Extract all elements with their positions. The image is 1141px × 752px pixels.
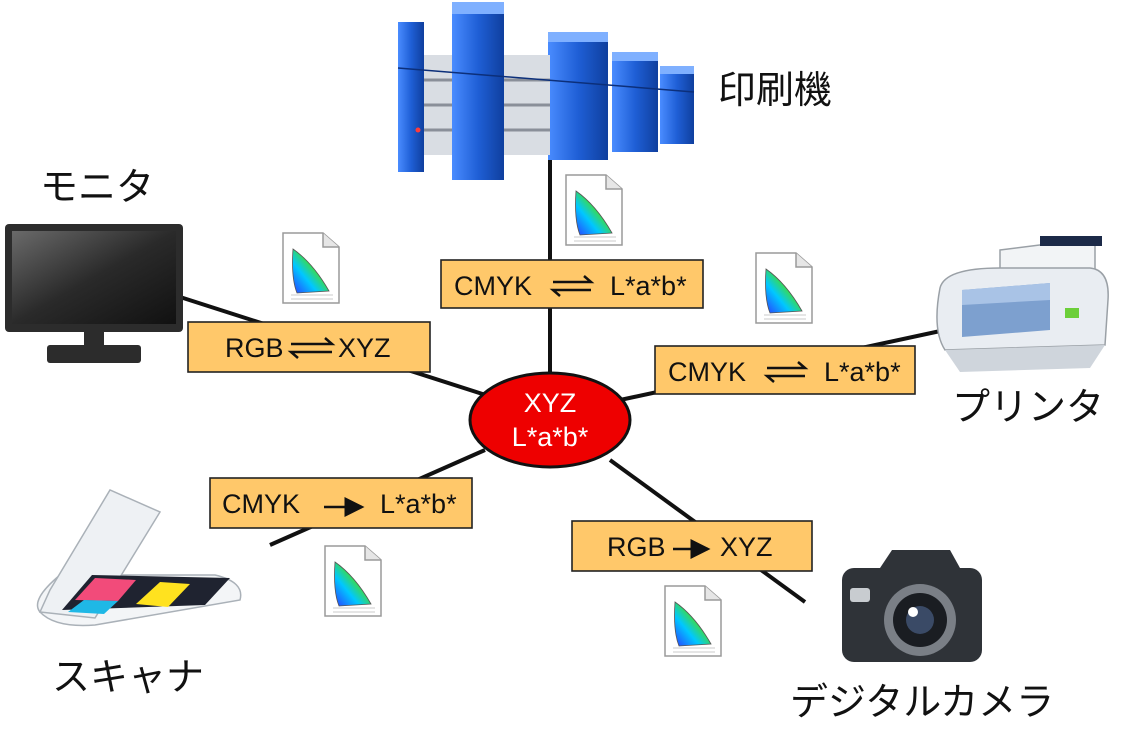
conv-left-text: RGB (607, 532, 666, 562)
conversion-camera: RGB XYZ (571, 520, 813, 572)
hub-line1: XYZ (524, 388, 577, 418)
scanner-icon (36, 489, 242, 627)
conv-right-text: L*a*b* (610, 271, 687, 301)
conv-left-text: RGB (225, 333, 284, 363)
bidirectional-arrow-icon (763, 361, 809, 383)
conversion-printer: CMYK L*a*b* (654, 345, 916, 395)
conv-left-text: CMYK (668, 357, 746, 387)
bidirectional-arrow-icon (549, 275, 595, 297)
printer-icon (936, 236, 1109, 372)
conversion-scanner: CMYK L*a*b* (209, 477, 473, 529)
printer-label: プリンタ (952, 385, 1104, 429)
conv-right-text: L*a*b* (824, 357, 901, 387)
printing-press-label: 印刷機 (718, 68, 832, 112)
icc-profile-icon (324, 545, 382, 617)
icc-profile-icon (755, 252, 813, 324)
conv-left-text: CMYK (222, 489, 300, 519)
bidirectional-arrow-icon (287, 337, 336, 359)
icc-profile-icon (664, 585, 722, 657)
hub-line2: L*a*b* (512, 422, 589, 452)
hub-node: XYZ L*a*b* (468, 371, 632, 469)
conv-right-text: L*a*b* (380, 489, 457, 519)
icc-profile-icon (565, 174, 623, 246)
conv-left-text: CMYK (454, 271, 532, 301)
conv-right-text: XYZ (720, 532, 773, 562)
monitor-icon (5, 224, 183, 363)
conversion-printing-press: CMYK L*a*b* (440, 259, 704, 309)
conversion-monitor: RGB XYZ (187, 321, 431, 373)
monitor-label: モニタ (40, 165, 154, 209)
conv-right-text: XYZ (338, 333, 391, 363)
camera-icon (842, 550, 982, 662)
icc-profile-icon (282, 232, 340, 304)
scanner-label: スキャナ (52, 655, 204, 699)
camera-label: デジタルカメラ (790, 680, 1054, 724)
server-icon (397, 2, 695, 180)
